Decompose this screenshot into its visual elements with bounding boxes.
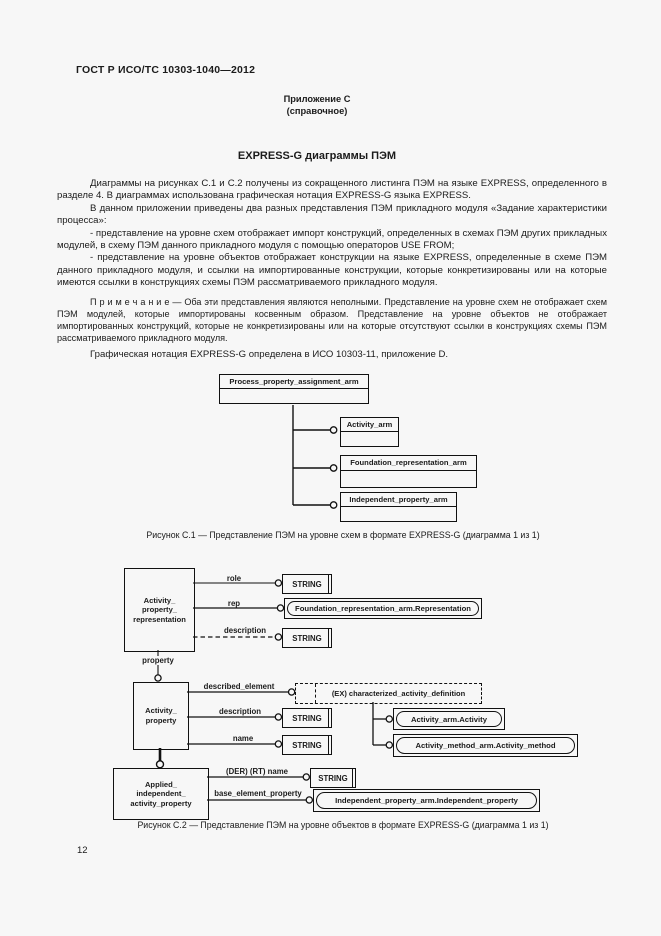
type-name: STRING: [292, 579, 322, 589]
entity-name-line: Applied_: [144, 779, 178, 789]
paragraph-note: П р и м е ч а н и е — Оба эти представле…: [57, 296, 607, 344]
schema-box-activity-arm: Activity_arm: [340, 417, 399, 447]
paragraph-entity-level: - представление на уровне объектов отобр…: [57, 252, 607, 289]
figure-c2-diagram: Activity_ property_ representation role …: [0, 565, 661, 825]
entity-name-line: property: [145, 716, 177, 725]
select-box-characterized-activity-definition: (EX) characterized_activity_definition: [295, 683, 482, 704]
type-box-string-name: STRING: [282, 735, 332, 755]
simple-type-double-bar: [327, 736, 329, 754]
appendix-type: (справочное): [286, 105, 348, 116]
entity-name-line: Activity_: [143, 595, 176, 605]
appendix-label: Приложение С: [283, 94, 351, 104]
paragraph-schema-level: - представление на уровне схем отображае…: [57, 227, 607, 252]
interschema-ref-foundation-representation: Foundation_representation_arm.Representa…: [284, 598, 482, 619]
paragraph-two-views: В данном приложении приведены два разных…: [57, 202, 607, 227]
simple-type-double-bar: [351, 769, 353, 787]
attribute-label-description: description: [223, 626, 267, 635]
select-name: (EX) characterized_activity_definition: [331, 689, 466, 698]
simple-type-double-bar: [327, 575, 329, 593]
type-name: STRING: [292, 713, 322, 723]
body-text: Диаграммы на рисунках С.1 и С.2 получены…: [57, 178, 607, 362]
attribute-label-described-element: described_element: [203, 682, 275, 691]
figure-c2-connector-lines: [154, 579, 394, 804]
schema-box-body: [341, 471, 476, 487]
schema-name: Foundation_representation_arm: [341, 456, 476, 471]
schema-box-independent-property-arm: Independent_property_arm: [340, 492, 457, 522]
schema-box-body: [341, 507, 456, 521]
schema-box-foundation-representation-arm: Foundation_representation_arm: [340, 455, 477, 488]
paragraph-intro: Диаграммы на рисунках С.1 и С.2 получены…: [57, 178, 607, 202]
ref-name: Activity_arm.Activity: [396, 711, 502, 727]
type-box-string-role: STRING: [282, 574, 332, 594]
attribute-label-rep: rep: [227, 599, 241, 608]
entity-name-line: activity_property: [130, 798, 192, 808]
ref-name: Activity_method_arm.Activity_method: [396, 737, 575, 754]
attribute-label-base-element-property: base_element_property: [214, 789, 302, 798]
figure-c2-caption: Рисунок С.2 — Представление ПЭМ на уровн…: [137, 820, 549, 830]
figure-c1-caption: Рисунок С.1 — Представление ПЭМ на уровн…: [146, 530, 540, 540]
entity-box-activity-property: Activity_ property: [133, 682, 189, 750]
interschema-ref-independent-property: Independent_property_arm.Independent_pro…: [313, 789, 540, 812]
attribute-label-name: name: [232, 734, 254, 743]
type-box-string-description2: STRING: [282, 708, 332, 728]
type-name: STRING: [292, 633, 322, 643]
attribute-label-description: description: [218, 707, 262, 716]
interschema-ref-activity: Activity_arm.Activity: [393, 708, 505, 730]
attribute-label-property: property: [139, 656, 177, 665]
simple-type-double-bar: [327, 629, 329, 647]
type-box-string-der-name: STRING: [310, 768, 356, 788]
simple-type-double-bar: [327, 709, 329, 727]
ref-name: Independent_property_arm.Independent_pro…: [316, 792, 537, 809]
type-box-string-description: STRING: [282, 628, 332, 648]
entity-name-line: independent_: [136, 789, 186, 799]
select-box-cell: [296, 684, 316, 703]
entity-name-line: representation: [133, 614, 186, 624]
schema-name: Independent_property_arm: [341, 493, 456, 507]
schema-box-body: [341, 432, 398, 446]
ref-name: Foundation_representation_arm.Representa…: [287, 601, 479, 616]
schema-name: Process_property_assignment_arm: [220, 375, 368, 389]
schema-box-body: [220, 389, 368, 403]
attribute-label-der-rt-name: (DER) (RT) name: [226, 767, 288, 776]
schema-name: Activity_arm: [341, 418, 398, 432]
type-name: STRING: [292, 740, 322, 750]
standard-number: ГОСТ Р ИСО/ТС 10303-1040—2012: [76, 64, 256, 76]
figure-c1-diagram: Process_property_assignment_arm Activity…: [0, 370, 661, 528]
entity-box-applied-independent-activity-property: Applied_ independent_ activity_property: [113, 768, 209, 820]
entity-name-line: property_: [141, 605, 178, 615]
type-name: STRING: [318, 773, 348, 783]
schema-box-process-property-assignment-arm: Process_property_assignment_arm: [219, 374, 369, 404]
entity-name-line: Activity_: [145, 706, 177, 716]
figure-c1-connector-lines: [292, 405, 338, 509]
page-number: 12: [77, 845, 88, 856]
attribute-label-role: role: [226, 574, 242, 583]
paragraph-notation: Графическая нотация EXPRESS-G определена…: [90, 349, 449, 361]
entity-box-activity-property-representation: Activity_ property_ representation: [124, 568, 195, 652]
interschema-ref-activity-method: Activity_method_arm.Activity_method: [393, 734, 578, 757]
section-title: EXPRESS-G диаграммы ПЭМ: [237, 150, 397, 162]
